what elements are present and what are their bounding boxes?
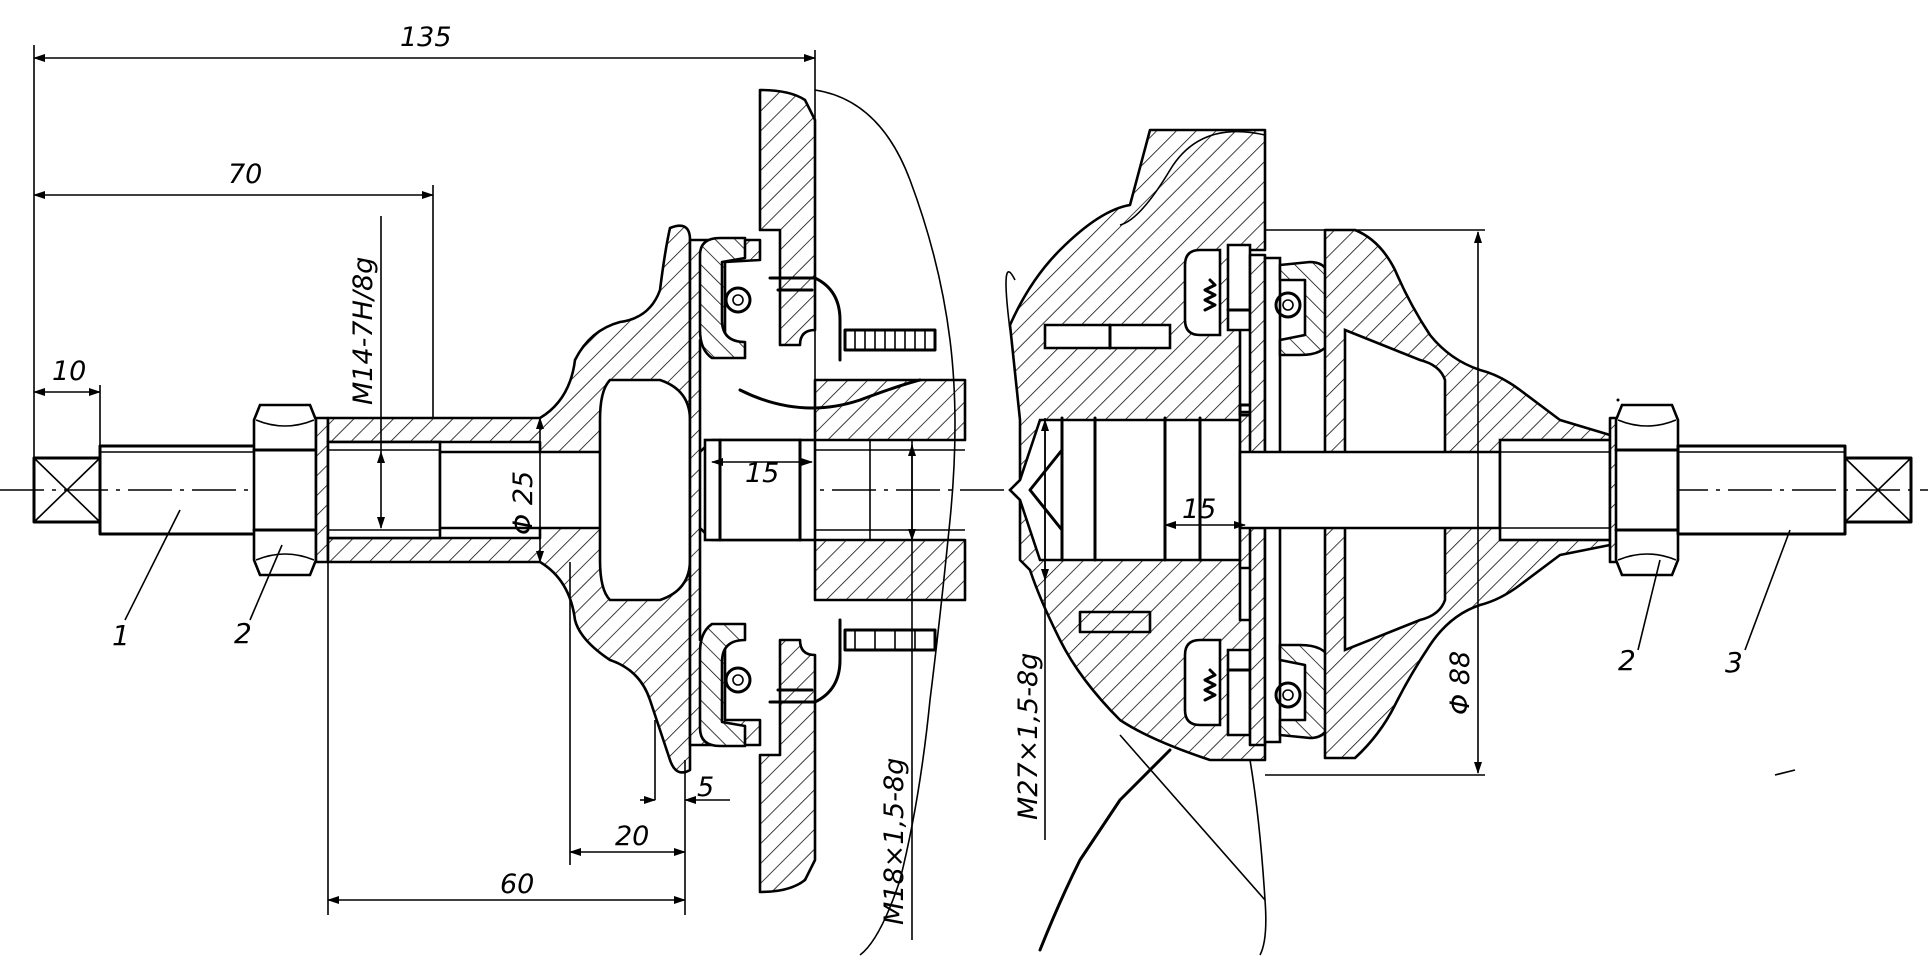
dim-10: 10: [52, 356, 86, 387]
dimension-lines: [33, 45, 1791, 940]
dimension-texts: 135 70 10 M14-7H/8g Φ 25 15 5 20 60 M18×…: [52, 22, 1476, 925]
dim-15-left: 15: [745, 458, 779, 489]
dim-thread-m27: M27×1,5-8g: [1013, 653, 1044, 820]
dim-15-right: 15: [1182, 494, 1216, 525]
dim-20: 20: [615, 821, 649, 852]
dim-60: 60: [500, 869, 534, 900]
dim-5: 5: [697, 772, 714, 803]
left-assembly: [32, 88, 967, 956]
part-label-1: 1: [112, 619, 130, 652]
dim-phi-25: Φ 25: [508, 471, 539, 535]
dim-thread-m18: M18×1,5-8g: [879, 758, 910, 925]
part-label-2-right: 2: [1618, 644, 1636, 677]
part-label-3: 3: [1725, 646, 1743, 679]
right-assembly: [1005, 128, 1913, 956]
part-label-2-left: 2: [234, 617, 252, 650]
dim-thread-m14: M14-7H/8g: [348, 257, 379, 405]
dim-70: 70: [228, 159, 262, 190]
part-labels: 1 2 2 3: [112, 617, 1743, 679]
dim-135: 135: [400, 22, 452, 53]
dim-phi-88: Φ 88: [1445, 651, 1476, 715]
